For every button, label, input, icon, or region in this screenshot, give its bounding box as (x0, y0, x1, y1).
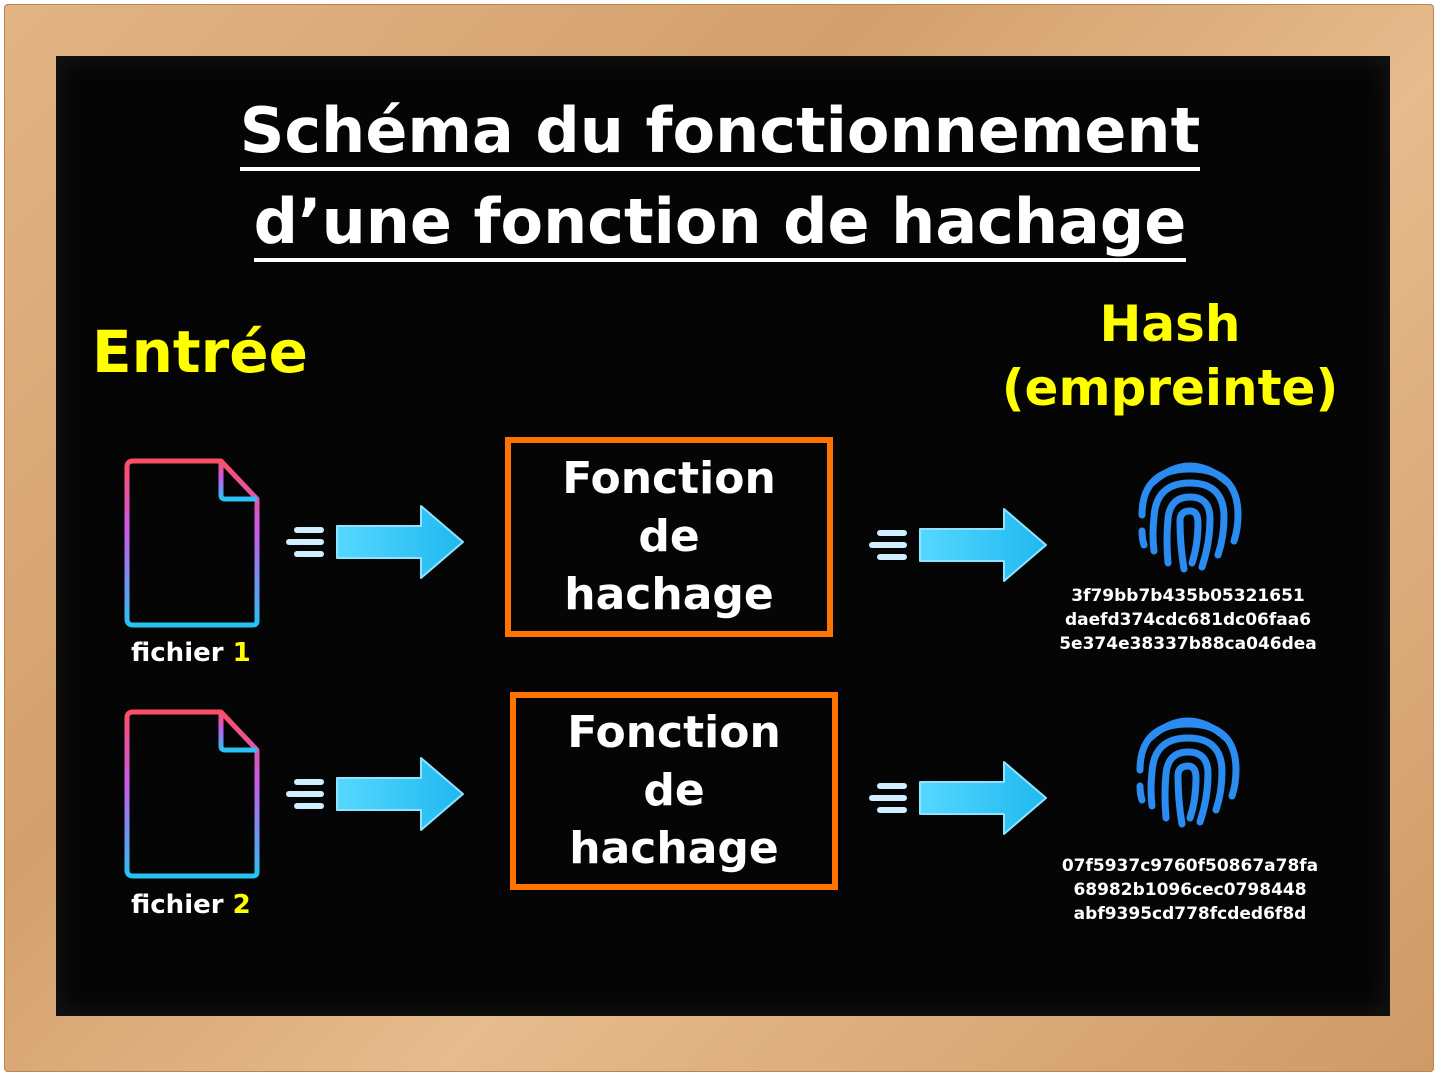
output-label-line-1: Hash (1099, 295, 1241, 353)
output-label: Hash (empreinte) (1000, 292, 1340, 420)
hash-value-2: 07f5937c9760f50867a78fa 68982b1096cec079… (1061, 856, 1319, 924)
file-label-2: fichier 2 (131, 890, 251, 920)
page-title: Schéma du fonctionnement d’une fonction … (0, 88, 1440, 270)
input-label: Entrée (92, 318, 308, 386)
file-label-1: fichier 1 (131, 638, 251, 668)
document-icon (124, 709, 260, 879)
output-label-line-2: (empreinte) (1001, 359, 1339, 417)
hash-function-box-1: Fonction de hachage (505, 437, 833, 637)
file-number-2: 2 (232, 890, 251, 920)
arrow-right-icon (869, 508, 1047, 582)
title-line-2: d’une fonction de hachage (253, 186, 1187, 262)
hash-function-box-2: Fonction de hachage (510, 692, 838, 890)
arrow-right-icon (286, 757, 464, 831)
arrow-right-icon (286, 505, 464, 579)
fingerprint-icon (1138, 462, 1242, 573)
file-number-1: 1 (232, 638, 251, 668)
arrow-right-icon (869, 761, 1047, 835)
hash-value-1: 3f79bb7b435b05321651 daefd374cdc681dc06f… (1059, 586, 1317, 654)
document-icon (124, 458, 260, 628)
fingerprint-icon (1136, 717, 1240, 828)
title-line-1: Schéma du fonctionnement (239, 95, 1201, 171)
